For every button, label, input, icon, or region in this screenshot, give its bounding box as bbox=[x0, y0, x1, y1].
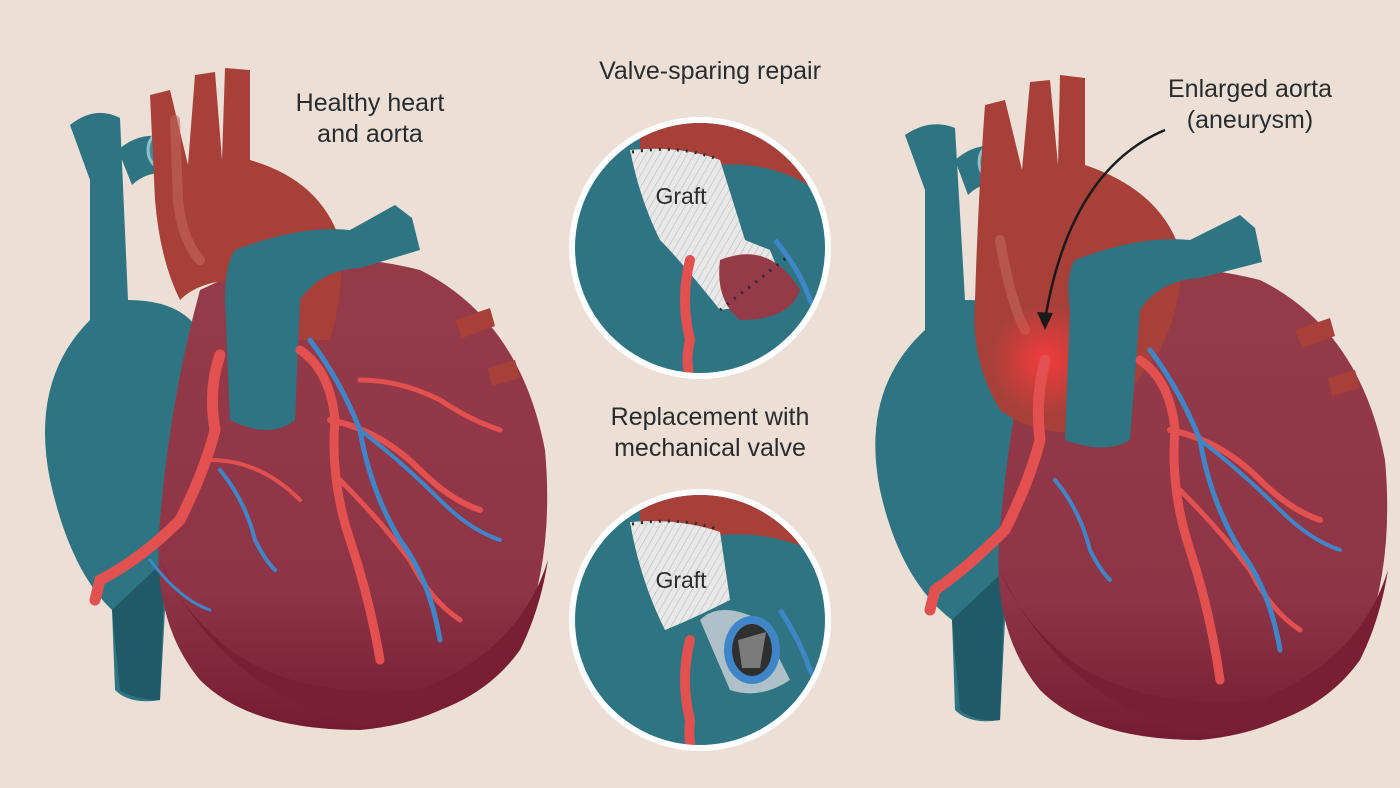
aneurysm-label: Enlarged aorta (aneurysm) bbox=[1140, 74, 1360, 136]
healthy-heart-label: Healthy heart and aorta bbox=[270, 88, 470, 150]
aneurysm-label-line1: Enlarged aorta bbox=[1167, 75, 1332, 103]
valve-sparing-inset bbox=[569, 117, 831, 379]
mechanical-valve-label-line1: Replacement with bbox=[610, 403, 810, 431]
healthy-heart-label-line2: and aorta bbox=[317, 120, 423, 148]
aneurysm-heart bbox=[875, 75, 1388, 740]
valve-sparing-label: Valve-sparing repair bbox=[599, 57, 821, 85]
graft-label-top: Graft bbox=[655, 183, 707, 209]
healthy-heart-label-line1: Healthy heart bbox=[295, 89, 445, 117]
mechanical-valve-label-line2: mechanical valve bbox=[614, 434, 806, 462]
healthy-heart bbox=[45, 68, 548, 730]
aneurysm-label-line2: (aneurysm) bbox=[1186, 106, 1314, 134]
mechanical-valve-label: Replacement with mechanical valve bbox=[560, 402, 860, 464]
graft-label-bottom: Graft bbox=[655, 567, 707, 593]
mechanical-valve-inset bbox=[569, 489, 831, 751]
